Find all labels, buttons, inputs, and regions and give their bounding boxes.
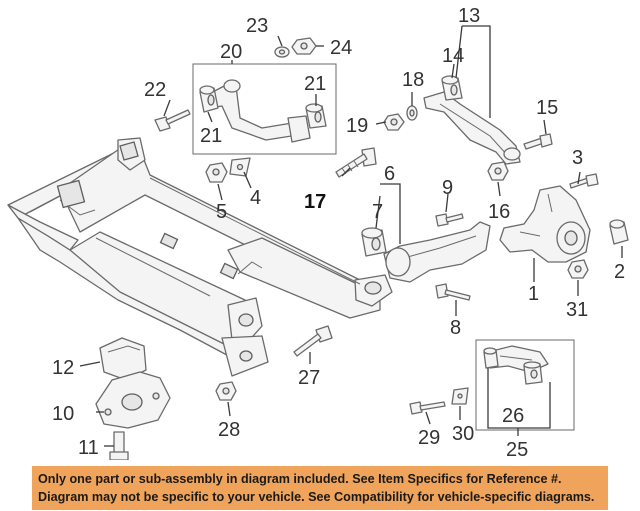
label-22: 22 bbox=[144, 79, 166, 101]
bushing-26-right bbox=[523, 361, 543, 385]
notice-banner: Only one part or sub-assembly in diagram… bbox=[32, 466, 608, 510]
label-6: 6 bbox=[384, 163, 395, 185]
label-30: 30 bbox=[452, 423, 474, 445]
upper-link-box bbox=[192, 63, 337, 155]
label-7: 7 bbox=[372, 201, 383, 223]
knuckle-1 bbox=[499, 185, 591, 263]
bushing-21-right bbox=[305, 103, 327, 129]
label-12: 12 bbox=[52, 357, 74, 379]
label-4: 4 bbox=[250, 187, 261, 209]
label-29: 29 bbox=[418, 427, 440, 449]
upper-control-arm bbox=[204, 79, 311, 143]
label-27: 27 bbox=[298, 367, 320, 389]
bolt-3 bbox=[569, 173, 599, 189]
notice-line-2: Diagram may not be specific to your vehi… bbox=[38, 490, 595, 504]
label-5: 5 bbox=[216, 201, 227, 223]
label-21-left: 21 bbox=[200, 125, 222, 147]
bolt-15 bbox=[523, 133, 553, 150]
nut-19 bbox=[383, 113, 405, 131]
bracket-4 bbox=[229, 157, 251, 177]
rear-suspension-diagram: 1 2 3 4 5 6 7 8 9 10 11 12 13 14 15 16 1… bbox=[7, 5, 629, 460]
bolt-22 bbox=[154, 109, 191, 132]
plate-30 bbox=[451, 387, 469, 405]
label-3: 3 bbox=[572, 147, 583, 169]
label-11: 11 bbox=[78, 437, 99, 459]
lower-control-arm-13 bbox=[423, 91, 521, 165]
callouts: 1 2 3 4 5 6 7 8 9 10 11 12 13 14 15 16 1… bbox=[52, 5, 625, 460]
washer-23 bbox=[274, 46, 290, 58]
label-20: 20 bbox=[220, 41, 242, 63]
bolt-27 bbox=[293, 325, 333, 357]
label-1: 1 bbox=[528, 283, 539, 305]
washer-18 bbox=[406, 105, 418, 121]
label-31: 31 bbox=[566, 299, 588, 321]
bolt-8 bbox=[435, 283, 471, 301]
bolt-11 bbox=[109, 431, 129, 460]
bolt-9 bbox=[435, 213, 464, 227]
bolt-29 bbox=[409, 401, 446, 415]
label-18: 18 bbox=[402, 69, 424, 91]
label-25: 25 bbox=[506, 439, 528, 460]
label-23: 23 bbox=[246, 15, 268, 37]
label-13: 13 bbox=[458, 5, 480, 27]
label-19: 19 bbox=[346, 115, 368, 137]
cap-2 bbox=[609, 219, 629, 245]
label-21-right: 21 bbox=[304, 73, 326, 95]
label-16: 16 bbox=[488, 201, 510, 223]
label-24: 24 bbox=[330, 37, 352, 59]
label-15: 15 bbox=[536, 97, 558, 119]
leader-lines bbox=[79, 25, 623, 447]
bushing-7 bbox=[361, 227, 387, 257]
bushing-26-left bbox=[483, 347, 499, 369]
bracket-10 bbox=[95, 371, 171, 429]
bolt-17 bbox=[335, 147, 377, 178]
link-box-25 bbox=[475, 339, 575, 431]
nut-5 bbox=[205, 162, 228, 183]
label-26: 26 bbox=[502, 405, 524, 427]
label-2: 2 bbox=[614, 261, 625, 283]
mount-12 bbox=[99, 337, 147, 381]
nut-31 bbox=[567, 259, 589, 279]
rear-crossmember bbox=[7, 137, 393, 377]
label-8: 8 bbox=[450, 317, 461, 339]
label-9: 9 bbox=[442, 177, 453, 199]
label-28: 28 bbox=[218, 419, 240, 441]
bushing-14 bbox=[441, 75, 463, 101]
nut-24 bbox=[291, 37, 317, 55]
bushing-21-left bbox=[199, 85, 219, 113]
nut-16 bbox=[487, 161, 509, 181]
label-17: 17 bbox=[304, 191, 326, 213]
label-14: 14 bbox=[442, 45, 464, 67]
notice-line-1: Only one part or sub-assembly in diagram… bbox=[38, 472, 562, 486]
lower-arm-6 bbox=[383, 221, 491, 283]
nut-28 bbox=[215, 381, 237, 401]
label-10: 10 bbox=[52, 403, 74, 425]
